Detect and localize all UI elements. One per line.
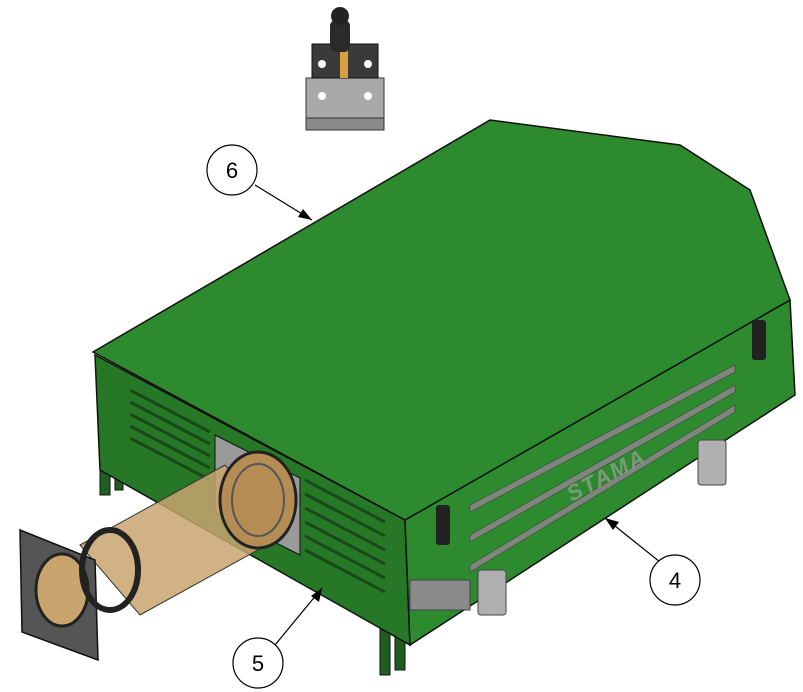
housing-lid (91, 119, 791, 521)
callout-5-label: 5 (252, 651, 264, 676)
callout-4: 4 (604, 517, 701, 606)
slots-right (469, 364, 736, 573)
callout-5: 5 (232, 587, 323, 689)
latch-detail (305, 7, 385, 131)
housing-latches (436, 320, 766, 545)
hinges (409, 439, 727, 616)
callout-4-label: 4 (669, 568, 681, 593)
callout-6-label: 6 (226, 158, 238, 183)
duct-tube (19, 450, 298, 662)
louvers-left (129, 388, 386, 594)
callout-6: 6 (206, 144, 313, 221)
